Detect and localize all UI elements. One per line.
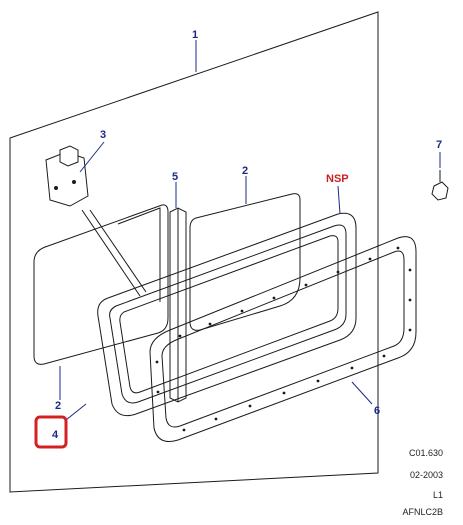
leader-lines (59, 40, 441, 421)
glass-pane-right (189, 193, 301, 331)
callout-4[interactable]: 4 (52, 429, 59, 441)
glass-pane-left (33, 204, 169, 365)
frame-fastener-holes (155, 246, 412, 432)
inner-window-frame (97, 212, 357, 417)
callout-4-highlight (34, 415, 68, 449)
outer-seal-frame (149, 236, 417, 442)
clip-fixing (431, 170, 449, 201)
diagram-date: 02-2003 (409, 470, 443, 480)
diagram-level: L1 (432, 490, 443, 500)
callout-5[interactable]: 5 (172, 171, 178, 183)
window-latch (45, 145, 147, 297)
callout-7[interactable]: 7 (436, 139, 442, 151)
callout-2-left[interactable]: 2 (55, 400, 61, 412)
callout-nsp[interactable]: NSP (326, 173, 349, 185)
callout-3[interactable]: 3 (100, 129, 106, 141)
diagram-code: C01.630 (408, 448, 443, 458)
callout-1[interactable]: 1 (192, 29, 198, 41)
callout-2-top[interactable]: 2 (242, 165, 248, 177)
diagram-ref: AFNLC2B (402, 507, 443, 517)
callout-6[interactable]: 6 (374, 405, 380, 417)
